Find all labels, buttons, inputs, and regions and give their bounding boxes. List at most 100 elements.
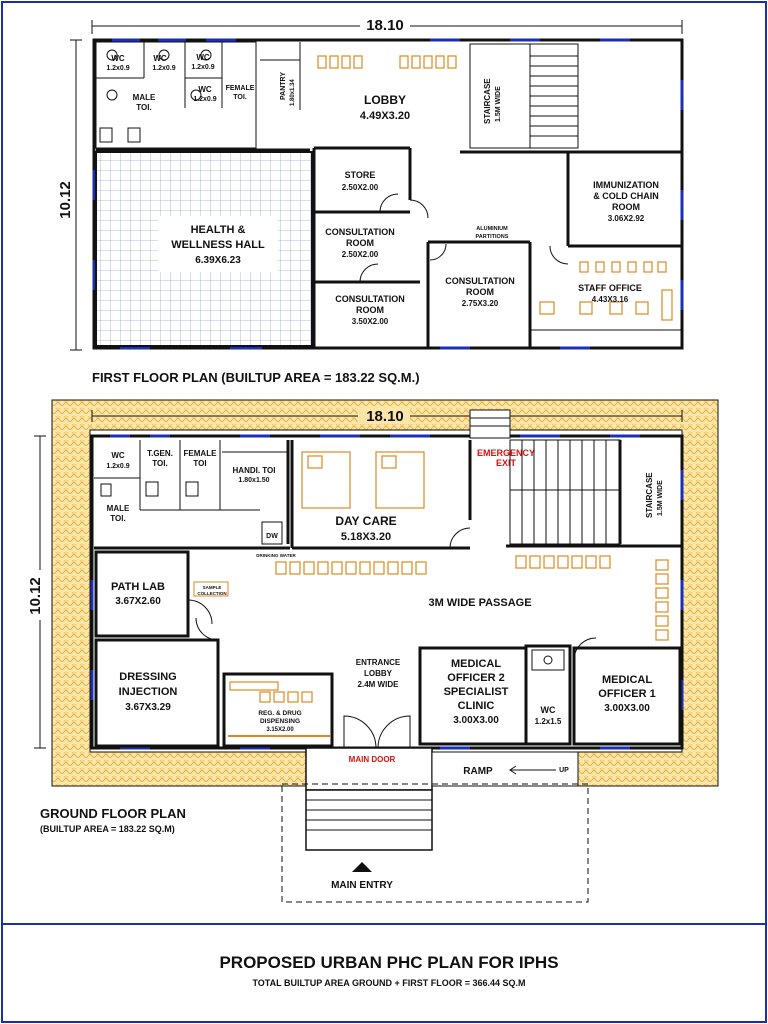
gf-mo2-name2: OFFICER 2 bbox=[447, 672, 504, 684]
gf-ramp-label: RAMP bbox=[463, 766, 493, 777]
ff-pantry-size: 1.80x1.34 bbox=[290, 79, 296, 106]
gf-sample-label1: SAMPLE bbox=[203, 585, 222, 590]
gf-reg-name2: DISPENSING bbox=[260, 718, 300, 725]
ff-caption: FIRST FLOOR PLAN (BUILTUP AREA = 183.22 … bbox=[92, 370, 420, 385]
ff-lobby-name: LOBBY bbox=[364, 93, 406, 107]
drawing-subtitle: TOTAL BUILTUP AREA GROUND + FIRST FLOOR … bbox=[252, 978, 525, 988]
gf-dressing-injection bbox=[94, 638, 220, 748]
gf-medical-officer-1 bbox=[572, 646, 682, 746]
ff-consult1-name: CONSULTATION bbox=[325, 227, 395, 237]
ff-store-size: 2.50X2.00 bbox=[342, 183, 379, 192]
gf-mo1-size: 3.00X3.00 bbox=[604, 703, 650, 714]
ff-wc3-size: 1.2x0.9 bbox=[191, 64, 214, 71]
gf-tgen-name: T.GEN. bbox=[147, 449, 173, 458]
ff-staff-office-furniture bbox=[539, 261, 673, 321]
ff-staff-office-size: 4.43X3.16 bbox=[592, 295, 629, 304]
gf-reg-drug-dispensing bbox=[222, 672, 334, 748]
ff-partitions-label1: ALUMINIUM bbox=[476, 226, 508, 232]
gf-female-sub: TOI bbox=[193, 459, 206, 468]
gf-caption-area: (BUILTUP AREA = 183.22 SQ.M) bbox=[40, 824, 175, 834]
gf-sample-label2: COLLECTION bbox=[197, 591, 226, 596]
gf-dressing-name2: INJECTION bbox=[119, 686, 178, 698]
ff-female-toi-name: FEMALE bbox=[226, 85, 255, 92]
ff-consult1-size: 2.50X2.00 bbox=[342, 250, 379, 259]
gf-tgen-sub: TOI. bbox=[152, 459, 167, 468]
ff-staircase-name: STAIRCASE bbox=[483, 78, 492, 124]
gf-mo2-size: 3.00X3.00 bbox=[453, 715, 499, 726]
ff-male-toi-sub: TOI. bbox=[136, 103, 151, 112]
gf-dressing-name1: DRESSING bbox=[119, 671, 176, 683]
gf-outer-wall bbox=[90, 434, 684, 750]
gf-emergency-exit-label: EXIT bbox=[496, 458, 517, 468]
ff-health-hall-name2: WELLNESS HALL bbox=[171, 239, 265, 251]
main-entry-arrow-icon bbox=[352, 862, 372, 872]
ff-wc2-size: 1.2x0.9 bbox=[152, 65, 175, 72]
gf-passage-chairs bbox=[275, 555, 669, 641]
gf-entrance-name3: 2.4M WIDE bbox=[358, 680, 400, 689]
gf-caption: GROUND FLOOR PLAN bbox=[40, 806, 186, 821]
ff-wc4-size: 1.2x0.9 bbox=[193, 96, 216, 103]
ff-wc2-name: WC bbox=[153, 54, 167, 63]
ff-consult3-name: CONSULTATION bbox=[445, 276, 515, 286]
gf-path-lab bbox=[94, 550, 190, 638]
gf-reg-name1: REG. & DRUG bbox=[258, 710, 301, 717]
gf-male-sub: TOI. bbox=[110, 514, 125, 523]
gf-mo2-name3: SPECIALIST bbox=[444, 686, 509, 698]
ff-consult2-sub: ROOM bbox=[356, 305, 384, 315]
ff-wc1-size: 1.2x0.9 bbox=[106, 65, 129, 72]
gf-reg-size: 3.15X2.00 bbox=[266, 727, 294, 733]
ff-consult1-sub: ROOM bbox=[346, 238, 374, 248]
ff-lobby-chairs bbox=[317, 55, 457, 69]
first-floor-plan: 18.10 10.12 bbox=[57, 16, 684, 385]
gf-day-care-name: DAY CARE bbox=[335, 514, 396, 528]
gf-main-entry-label: MAIN ENTRY bbox=[331, 880, 393, 891]
ff-female-toi-sub: TOI. bbox=[233, 94, 247, 101]
gf-main-door-label: MAIN DOOR bbox=[349, 755, 396, 764]
ff-immunization-name3: ROOM bbox=[612, 202, 640, 212]
ff-wc3-name: WC bbox=[196, 53, 210, 62]
gf-male-name: MALE bbox=[107, 504, 130, 513]
ff-immunization-size: 3.06X2.92 bbox=[608, 214, 645, 223]
ff-consult3-sub: ROOM bbox=[466, 287, 494, 297]
ff-consult2-name: CONSULTATION bbox=[335, 294, 405, 304]
gf-depth-label: 10.12 bbox=[27, 577, 44, 615]
gf-female-name: FEMALE bbox=[184, 449, 218, 458]
gf-ramp bbox=[431, 751, 579, 787]
ff-pantry-name: PANTRY bbox=[280, 72, 287, 100]
gf-mo1-name2: OFFICER 1 bbox=[598, 688, 655, 700]
ff-staircase-size: 1.5M WIDE bbox=[495, 86, 502, 122]
gf-wc-small bbox=[524, 644, 572, 746]
gf-staircase-name: STAIRCASE bbox=[645, 472, 654, 518]
gf-entrance-name1: ENTRANCE bbox=[356, 658, 401, 667]
ff-width-label: 18.10 bbox=[366, 17, 404, 34]
gf-drinking-water-label: DRINKING WATER bbox=[256, 553, 296, 558]
ff-health-hall-name1: HEALTH & bbox=[191, 224, 246, 236]
gf-path-lab-name: PATH LAB bbox=[111, 581, 165, 593]
drawing-title: PROPOSED URBAN PHC PLAN FOR IPHS bbox=[219, 953, 558, 972]
gf-wc-name: WC bbox=[111, 451, 125, 460]
gf-wc-small-size: 1.2x1.5 bbox=[535, 717, 562, 726]
gf-mo1-name1: MEDICAL bbox=[602, 674, 652, 686]
ff-store-name: STORE bbox=[345, 170, 376, 180]
gf-mo2-name1: MEDICAL bbox=[451, 658, 501, 670]
gf-staircase-size: 1.5M WIDE bbox=[657, 480, 664, 516]
ff-male-toi-name: MALE bbox=[133, 93, 156, 102]
gf-width-label: 18.10 bbox=[366, 408, 404, 425]
gf-ramp-up-label: UP bbox=[559, 767, 569, 774]
gf-dw-label: DW bbox=[266, 533, 278, 540]
gf-path-lab-size: 3.67X2.60 bbox=[115, 596, 161, 607]
ground-floor-plan: 18.10 10.12 bbox=[26, 399, 719, 903]
ff-staff-office-name: STAFF OFFICE bbox=[578, 283, 642, 293]
ff-immunization-name1: IMMUNIZATION bbox=[593, 180, 659, 190]
gf-dressing-size: 3.67X3.29 bbox=[125, 702, 171, 713]
ff-partitions-label2: PARTITIONS bbox=[476, 234, 509, 240]
gf-day-care-beds bbox=[301, 451, 425, 509]
gf-handi-size: 1.80x1.50 bbox=[238, 477, 269, 484]
gf-handi-name: HANDI. TOI bbox=[233, 466, 276, 475]
gf-wc-small-name: WC bbox=[541, 705, 556, 715]
ff-depth-label: 10.12 bbox=[57, 181, 74, 219]
ff-wc1-name: WC bbox=[111, 54, 125, 63]
gf-drinking-water-unit bbox=[261, 521, 283, 545]
